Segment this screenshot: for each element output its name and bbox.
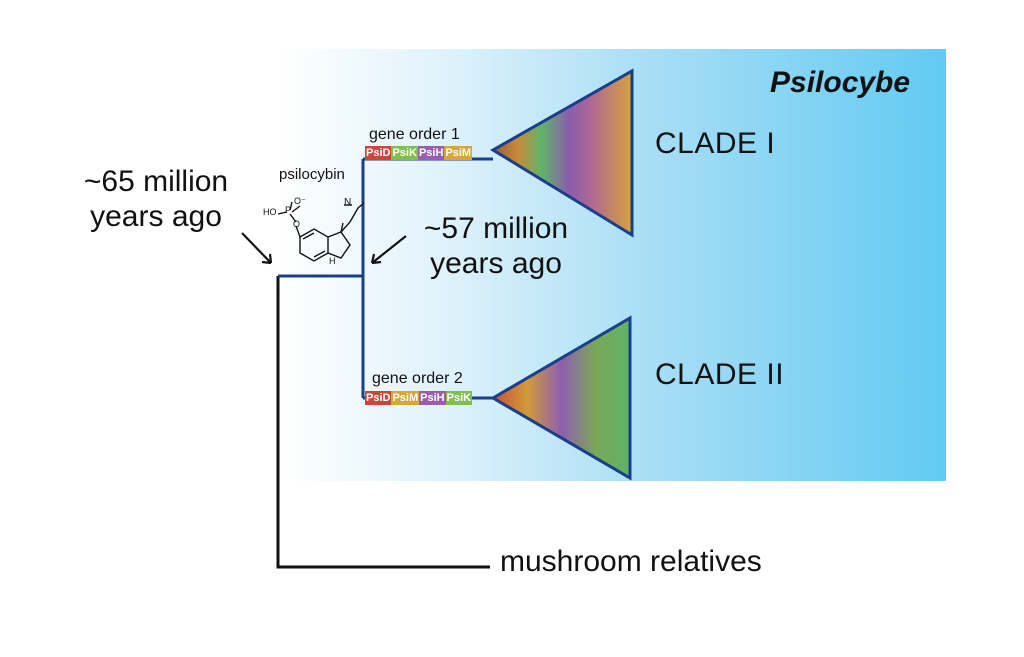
arrow-57-icon bbox=[370, 235, 407, 265]
clade-1-triangle bbox=[490, 68, 634, 238]
order-2-gene-psid: PsiD bbox=[365, 391, 392, 405]
atom-nh: H bbox=[329, 256, 336, 266]
order-2-gene-psim: PsiM bbox=[391, 391, 420, 405]
order-1-gene-psik: PsiK bbox=[391, 146, 418, 160]
order-2-gene-psik: PsiK bbox=[445, 391, 473, 405]
gene-order-2-label: gene order 2 bbox=[372, 370, 463, 387]
arrow-65-icon bbox=[241, 232, 273, 265]
atom-o-minus: O⁻ bbox=[294, 196, 306, 206]
atom-o: O bbox=[293, 219, 301, 229]
time-65-label: ~65 million years ago bbox=[72, 164, 240, 235]
time-65-line-1: ~65 million bbox=[83, 165, 229, 198]
psilocybin-label: psilocybin bbox=[279, 166, 345, 183]
time-57-line-1: ~57 million bbox=[423, 212, 569, 245]
order-1-gene-psim: PsiM bbox=[444, 146, 473, 160]
psilocybin-molecule-icon bbox=[277, 201, 365, 262]
clade-2-triangle bbox=[490, 315, 632, 481]
order-1-gene-psih: PsiH bbox=[417, 146, 445, 160]
time-65-line-2: years ago bbox=[90, 200, 222, 234]
atom-ho: HO bbox=[263, 207, 277, 217]
time-57-line-2: years ago bbox=[430, 247, 562, 281]
time-57-label: ~57 million years ago bbox=[412, 211, 580, 282]
outgroup-branch bbox=[276, 276, 490, 569]
outgroup-label: mushroom relatives bbox=[500, 545, 762, 578]
atom-n-plus: N bbox=[344, 197, 352, 208]
clade-1-label: CLADE I bbox=[655, 127, 776, 160]
order-1-gene-psid: PsiD bbox=[365, 146, 392, 160]
gene-order-1-label: gene order 1 bbox=[369, 126, 460, 143]
clade-2-label: CLADE II bbox=[655, 358, 785, 391]
genus-title: Psilocybe bbox=[770, 66, 911, 99]
order-2-gene-psih: PsiH bbox=[419, 391, 446, 405]
atom-p: P bbox=[285, 205, 292, 215]
